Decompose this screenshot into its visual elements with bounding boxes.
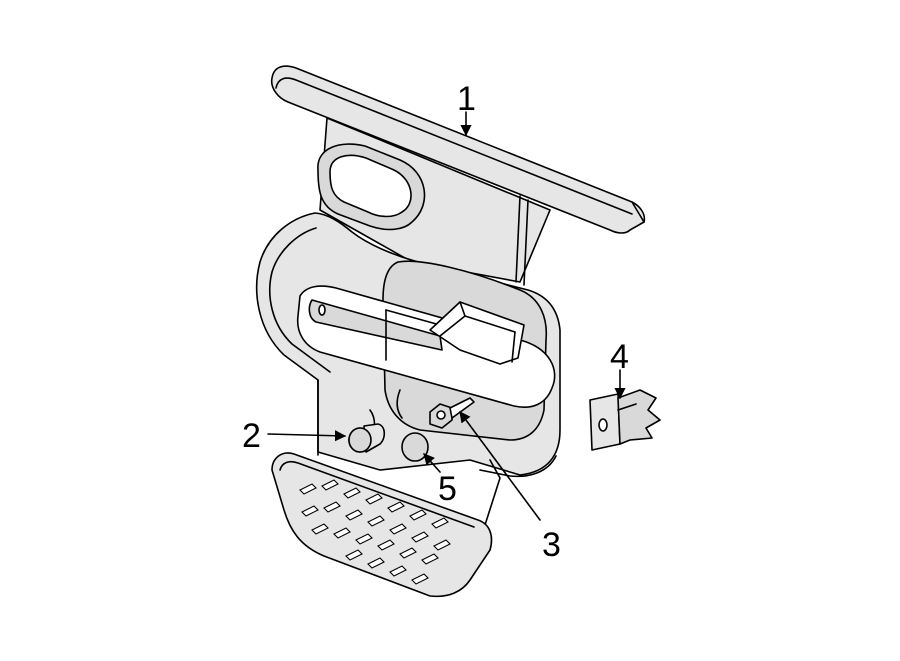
diamond-tread-pattern: [299, 479, 451, 585]
callout-3: 3: [542, 526, 561, 564]
part-5-plug: [401, 432, 429, 462]
door-trim-panel: [255, 212, 561, 591]
part-3-screw: [429, 397, 475, 429]
kick-plate: [271, 452, 493, 598]
callout-5: 5: [438, 470, 457, 508]
callout-4: 4: [610, 338, 629, 376]
armrest-recess: [296, 260, 556, 441]
leader-3: [459, 411, 541, 521]
part-4-retainer: [589, 389, 661, 451]
leader-2: [267, 430, 347, 442]
leader-5: [423, 453, 441, 473]
part-1-belt-molding: [270, 65, 646, 234]
door-pull-handle: [429, 301, 525, 365]
callout-2: 2: [242, 417, 261, 455]
door-panel-upper: [317, 117, 551, 286]
callout-1: 1: [457, 80, 476, 118]
speaker-opening: [317, 143, 426, 231]
part-2-clip: [348, 423, 386, 453]
